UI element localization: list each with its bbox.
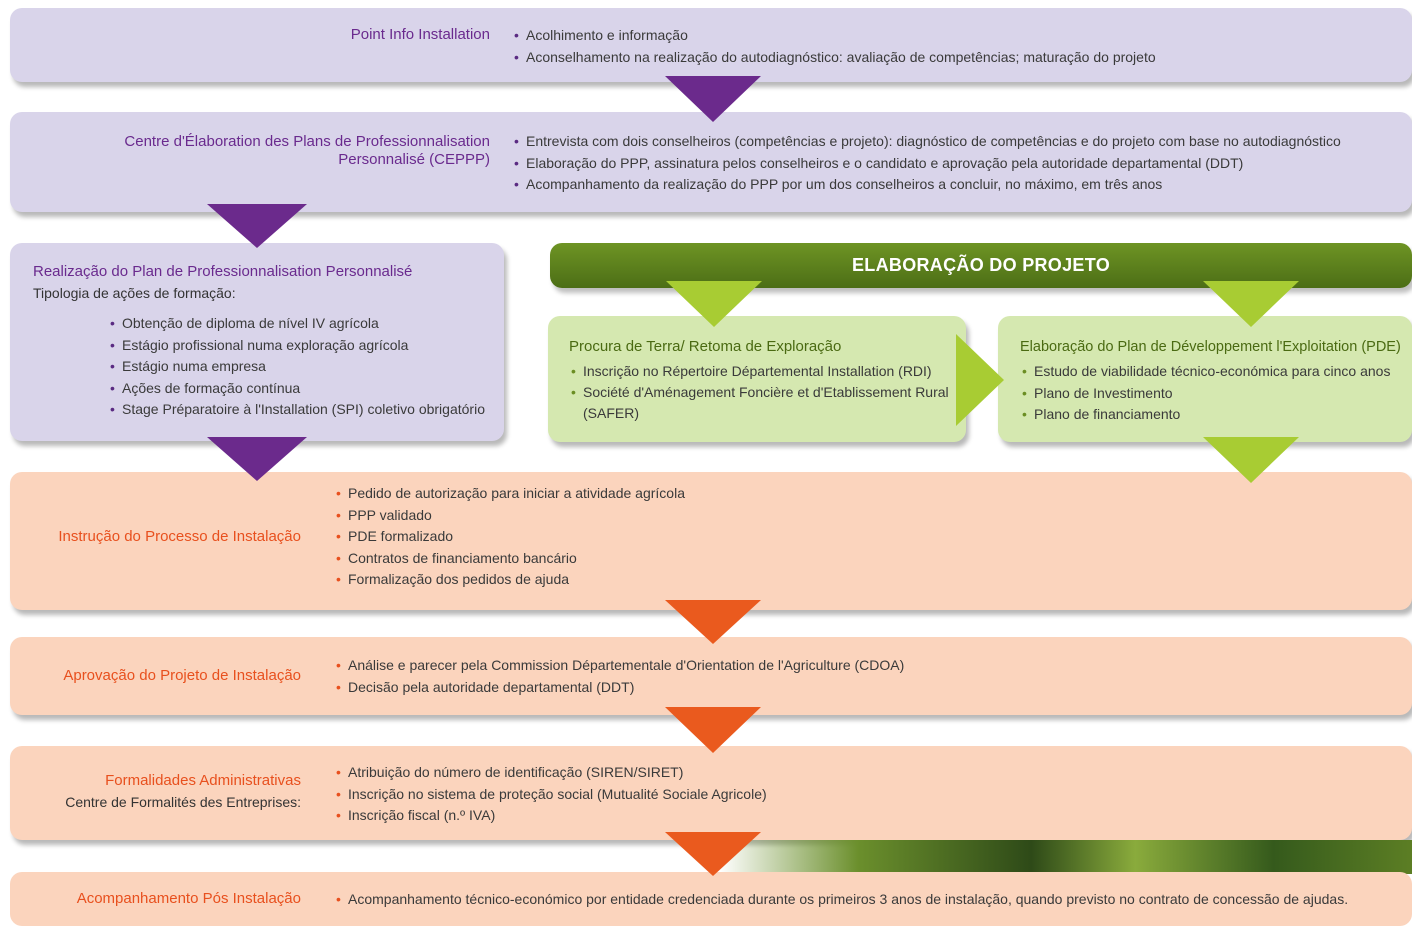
terra-list: Inscrição no Répertoire Départemental In…	[571, 361, 951, 424]
ppp-subtitle: Tipologia de ações de formação:	[33, 285, 236, 301]
foliage-photo	[720, 840, 1412, 874]
aprovacao-title: Aprovação do Projeto de Instalação	[63, 667, 301, 684]
list-item: Decisão pela autoridade departamental (D…	[336, 677, 904, 699]
list-item: Contratos de financiamento bancário	[336, 548, 685, 570]
aprovacao-list: Análise e parecer pela Commission Départ…	[336, 655, 904, 698]
list-item: Pedido de autorização para iniciar a ati…	[336, 483, 685, 505]
list-item: Estágio numa empresa	[110, 356, 485, 378]
list-item: Elaboração do PPP, assinatura pelos cons…	[514, 153, 1341, 175]
list-item: Análise e parecer pela Commission Départ…	[336, 655, 904, 677]
list-item: Inscrição fiscal (n.º IVA)	[336, 805, 767, 827]
formalidades-subtitle: Centre de Formalités des Entreprises:	[65, 794, 301, 810]
ceppp-title-line2: Personnalisé (CEPPP)	[338, 151, 490, 168]
list-item: Entrevista com dois conselheiros (compet…	[514, 131, 1341, 153]
list-item: Obtenção de diploma de nível IV agrícola	[110, 313, 485, 335]
ppp-list: Obtenção de diploma de nível IV agrícola…	[110, 313, 485, 421]
formalidades-list: Atribuição do número de identificação (S…	[336, 762, 767, 827]
arrow-down-icon	[207, 437, 307, 481]
pde-list: Estudo de viabilidade técnico-económica …	[1022, 361, 1390, 426]
list-item: PDE formalizado	[336, 526, 685, 548]
list-item: Acompanhamento técnico-económico por ent…	[336, 889, 1348, 911]
point-info-list: Acolhimento e informação Aconselhamento …	[514, 25, 1156, 68]
list-item: Société d'Aménagement Foncière et d'Etab…	[571, 382, 951, 424]
list-item: Acolhimento e informação	[514, 25, 1156, 47]
list-item: Inscrição no sistema de proteção social …	[336, 784, 767, 806]
instrucao-box	[10, 472, 1412, 610]
ppp-title: Realização do Plan de Professionnalisati…	[33, 263, 413, 280]
instrucao-list: Pedido de autorização para iniciar a ati…	[336, 483, 685, 591]
arrow-down-icon	[207, 204, 307, 248]
acompanhamento-title: Acompanhamento Pós Instalação	[76, 890, 301, 907]
arrow-down-icon	[1203, 281, 1299, 327]
arrow-down-icon	[665, 600, 761, 644]
list-item: Acompanhamento da realização do PPP por …	[514, 174, 1341, 196]
list-item: PPP validado	[336, 505, 685, 527]
arrow-down-icon	[665, 707, 761, 753]
acompanhamento-list: Acompanhamento técnico-económico por ent…	[336, 889, 1348, 911]
arrow-down-icon	[666, 281, 762, 327]
arrow-down-icon	[1203, 437, 1299, 483]
ceppp-title-line1: Centre d'Élaboration des Plans de Profes…	[124, 133, 490, 150]
list-item: Estágio profissional numa exploração agr…	[110, 335, 485, 357]
formalidades-title: Formalidades Administrativas	[105, 772, 301, 789]
ceppp-list: Entrevista com dois conselheiros (compet…	[514, 131, 1341, 196]
elaboracao-banner: ELABORAÇÃO DO PROJETO	[550, 243, 1412, 288]
terra-title: Procura de Terra/ Retoma de Exploração	[569, 338, 842, 355]
arrow-right-icon	[956, 334, 1004, 426]
list-item: Plano de financiamento	[1022, 404, 1390, 426]
list-item: Inscrição no Répertoire Départemental In…	[571, 361, 951, 382]
list-item: Plano de Investimento	[1022, 383, 1390, 405]
list-item: Aconselhamento na realização do autodiag…	[514, 47, 1156, 69]
list-item: Formalização dos pedidos de ajuda	[336, 569, 685, 591]
arrow-down-icon	[665, 76, 761, 122]
pde-title: Elaboração do Plan de Développement l'Ex…	[1020, 339, 1401, 355]
list-item: Ações de formação contínua	[110, 378, 485, 400]
list-item: Atribuição do número de identificação (S…	[336, 762, 767, 784]
list-item: Stage Préparatoire à l'Installation (SPI…	[110, 399, 485, 421]
instrucao-title: Instrução do Processo de Instalação	[58, 528, 301, 545]
list-item: Estudo de viabilidade técnico-económica …	[1022, 361, 1390, 383]
point-info-title: Point Info Installation	[350, 26, 490, 43]
arrow-down-icon	[665, 832, 761, 876]
ceppp-title: Centre d'Élaboration des Plans de Profes…	[60, 133, 490, 169]
